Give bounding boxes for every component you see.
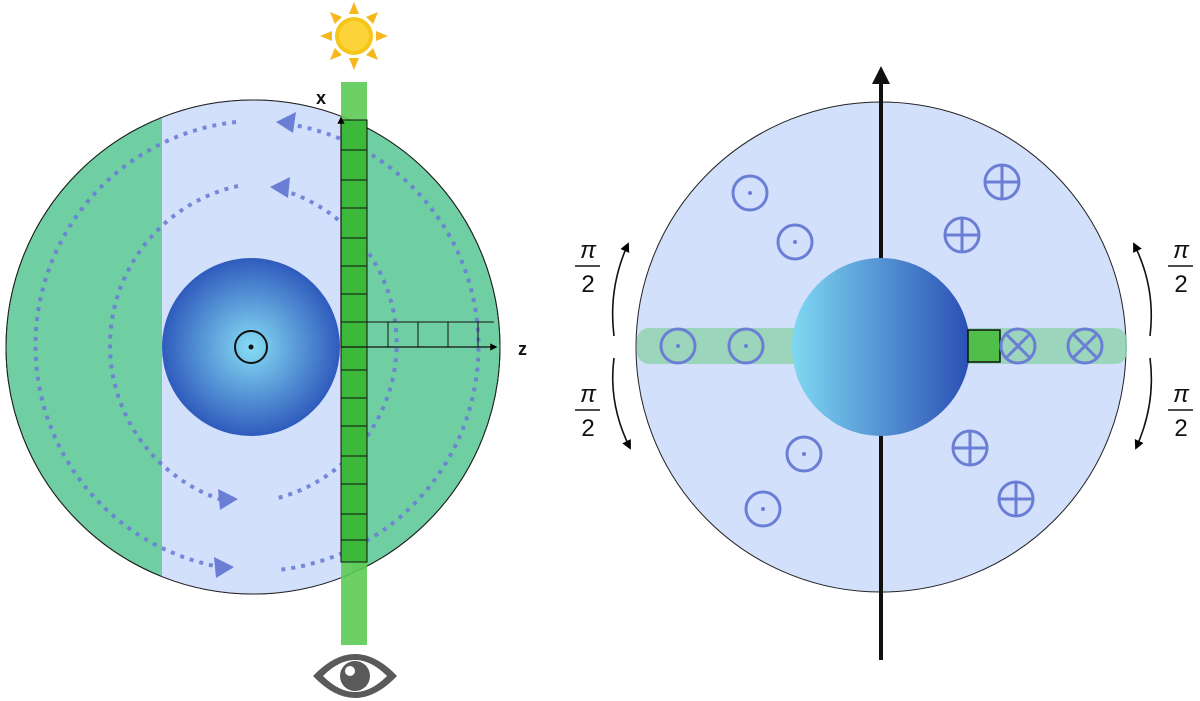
arc-bottom-left (611, 357, 631, 450)
denominator: 2 (1174, 415, 1187, 442)
denominator: 2 (1174, 271, 1187, 298)
out-of-page-symbol-center (234, 330, 268, 364)
dot-in-circle-icon (659, 327, 697, 365)
arc-top-left (611, 242, 630, 337)
arrowhead-outer-top (276, 112, 296, 133)
inner-arc-right (277, 188, 399, 500)
plus-in-circle-symbols (943, 163, 1035, 518)
cross-in-circle-icon (999, 327, 1037, 365)
dot-in-circle-icon (731, 174, 769, 212)
denominator: 2 (581, 271, 594, 298)
angle-arcs (611, 242, 1153, 450)
into-page-symbols (999, 327, 1104, 365)
arc-arrowheads (214, 112, 296, 578)
angle-label-top-left: π 2 (575, 237, 600, 298)
z-axis-label: z (518, 339, 527, 359)
right-panel: π 2 π 2 π 2 π 2 (575, 66, 1193, 660)
plus-in-circle-icon (983, 163, 1021, 201)
column-grid (340, 119, 368, 563)
arrowhead-inner-top (270, 177, 290, 198)
z-strip (341, 321, 494, 347)
rotation-axis-arrowhead (872, 66, 890, 84)
planet-right (792, 258, 970, 436)
numerator: π (1173, 381, 1190, 408)
circulation-arcs (33, 120, 481, 572)
dot-in-circle-icon (727, 327, 765, 365)
column-cells (341, 149, 367, 541)
dot-in-circle-icon (776, 223, 814, 261)
numerator: π (580, 237, 597, 264)
numerator: π (1173, 237, 1190, 264)
angle-label-bottom-right: π 2 (1168, 381, 1193, 442)
outer-arc-left (33, 120, 237, 570)
plus-in-circle-icon (997, 480, 1035, 518)
cross-in-circle-icon (1066, 327, 1104, 365)
angle-label-top-right: π 2 (1168, 237, 1193, 298)
denominator: 2 (581, 415, 594, 442)
x-axis-label: x (316, 88, 326, 108)
arc-top-right (1133, 242, 1153, 337)
observer-square (967, 329, 1001, 363)
dot-in-circle-icon (744, 490, 782, 528)
out-of-page-symbols (659, 174, 823, 528)
arrowhead-outer-bottom (214, 557, 234, 578)
outer-arc-right (277, 122, 481, 572)
dot-in-circle-icon (785, 435, 823, 473)
arc-bottom-right (1134, 357, 1153, 450)
eye-icon (313, 654, 397, 698)
angle-label-bottom-left: π 2 (575, 381, 600, 442)
inner-arc-left (108, 184, 239, 502)
plus-in-circle-icon (943, 216, 981, 254)
left-panel: x z (5, 2, 527, 698)
sun-icon (320, 2, 388, 70)
plus-in-circle-icon (951, 429, 989, 467)
numerator: π (580, 381, 597, 408)
arrowhead-inner-bottom (218, 489, 238, 510)
